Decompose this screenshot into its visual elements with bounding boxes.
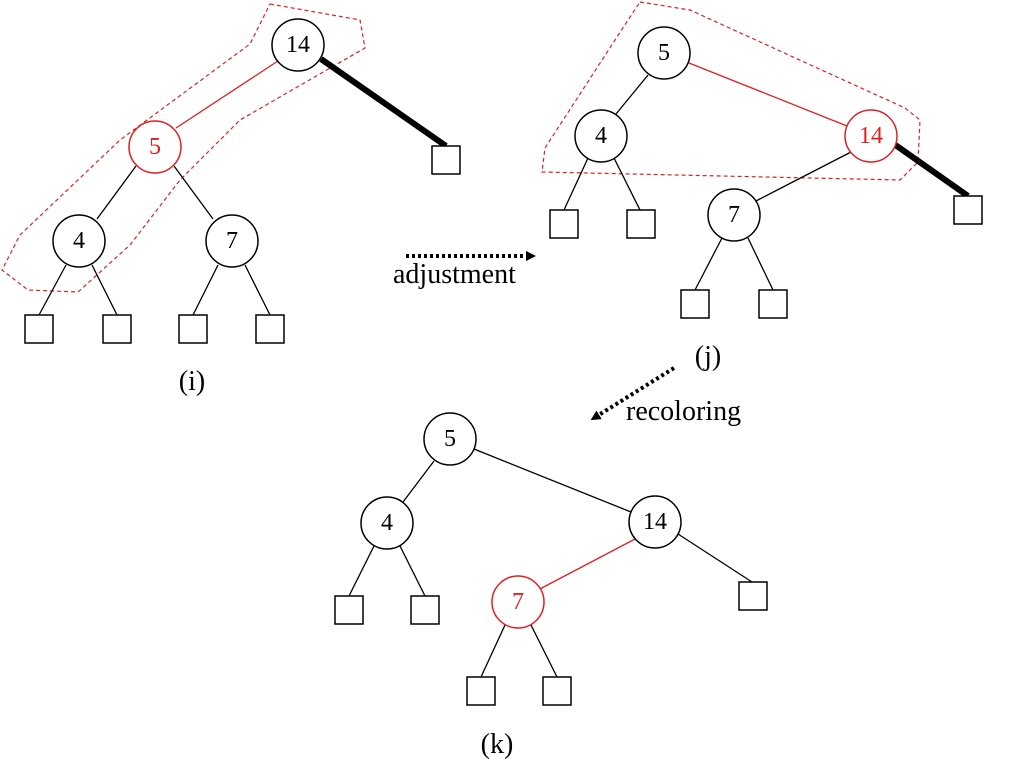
- tree-k-node-5-label: 5: [444, 426, 456, 452]
- tree-j-edge-7-rightleaf: [747, 237, 774, 291]
- tree-i-node-7-label: 7: [226, 228, 238, 254]
- tree-j-edge-14-7: [753, 151, 852, 203]
- tree-j-node-7: 7: [707, 188, 761, 242]
- tree-k-node-7-label: 7: [512, 589, 524, 615]
- tree-k-edge-4-leftleaf: [348, 545, 375, 597]
- tree-k-leaf-4-right: [410, 595, 440, 625]
- tree-i-edge-14-leaf: [319, 56, 448, 149]
- tree-k: 5 4 14 7 (k): [334, 412, 768, 760]
- tree-j-node-14: 14: [844, 109, 898, 163]
- tree-j-node-5-label: 5: [658, 40, 670, 66]
- tree-i-leaf-7-left: [178, 314, 208, 344]
- tree-j-edge-4-leftleaf: [563, 157, 589, 211]
- recoloring-label: recoloring: [626, 396, 741, 427]
- tree-k-node-7: 7: [491, 575, 545, 629]
- tree-j: 5 4 14 7 (j): [541, 1, 983, 372]
- tree-i-edge-14-5: [175, 58, 282, 129]
- tree-i-node-5: 5: [128, 120, 182, 174]
- tree-k-edge-7-leftleaf: [480, 624, 506, 678]
- tree-j-caption: (j): [695, 341, 721, 372]
- tree-i-node-4-label: 4: [73, 228, 85, 254]
- tree-i-edge-5-4: [96, 165, 137, 220]
- recoloring-arrow: recoloring: [590, 366, 741, 427]
- tree-j-node-14-label: 14: [859, 123, 883, 149]
- tree-k-edge-14-7: [537, 538, 636, 591]
- tree-i-leaf-4-left: [24, 314, 54, 344]
- tree-k-node-14: 14: [628, 495, 682, 549]
- tree-j-node-7-label: 7: [728, 202, 740, 228]
- tree-k-leaf-7-right: [542, 676, 572, 706]
- tree-i-node-7: 7: [205, 214, 259, 268]
- tree-k-edge-7-rightleaf: [530, 624, 558, 678]
- tree-j-leaf-14-right: [953, 195, 983, 225]
- tree-j-edge-5-14: [688, 62, 848, 127]
- tree-j-edge-7-leftleaf: [694, 237, 723, 291]
- tree-k-leaf-7-left: [466, 676, 496, 706]
- tree-i-leaf-4-right: [102, 314, 132, 344]
- tree-k-leaf-14-right: [738, 581, 768, 611]
- tree-j-leaf-4-left: [549, 209, 579, 239]
- tree-j-node-4: 4: [574, 109, 628, 163]
- tree-k-caption: (k): [481, 729, 514, 760]
- tree-k-edge-14-leaf: [677, 533, 753, 583]
- tree-j-highlight-region: [541, 1, 921, 181]
- tree-j-leaf-7-left: [680, 289, 710, 319]
- tree-i: 14 5 4 7 (i): [1, 3, 461, 397]
- tree-i-leaf-7-right: [255, 314, 285, 344]
- tree-i-node-14: 14: [271, 18, 325, 72]
- tree-k-edge-5-4: [402, 460, 435, 503]
- adjustment-arrow: adjustment: [393, 251, 536, 290]
- tree-j-edge-4-rightleaf: [613, 157, 641, 211]
- recoloring-arrow-line: [590, 366, 676, 421]
- tree-j-edge-5-4: [615, 74, 649, 115]
- tree-i-edge-5-7: [173, 165, 214, 220]
- tree-j-leaf-4-right: [626, 209, 656, 239]
- tree-k-node-4-label: 4: [381, 510, 393, 536]
- tree-i-leaf-14-right: [431, 145, 461, 175]
- tree-i-node-5-label: 5: [149, 134, 161, 160]
- tree-k-edge-4-rightleaf: [399, 545, 426, 597]
- tree-i-caption: (i): [179, 366, 205, 397]
- tree-j-edge-14-leaf: [892, 141, 970, 199]
- tree-i-edge-4-leftleaf: [38, 264, 67, 316]
- tree-k-node-5: 5: [423, 412, 477, 466]
- tree-i-edge-7-leftleaf: [192, 264, 219, 316]
- tree-k-node-4: 4: [360, 496, 414, 550]
- tree-j-leaf-7-right: [758, 289, 788, 319]
- tree-i-node-4: 4: [52, 214, 106, 268]
- adjustment-label: adjustment: [393, 259, 516, 290]
- tree-k-leaf-4-left: [334, 595, 364, 625]
- tree-i-edge-4-rightleaf: [91, 264, 118, 316]
- tree-j-node-4-label: 4: [595, 123, 607, 149]
- tree-k-edge-5-14: [473, 448, 632, 513]
- tree-i-highlight-region: [1, 3, 366, 293]
- tree-k-node-14-label: 14: [643, 509, 667, 535]
- tree-j-node-5: 5: [637, 26, 691, 80]
- tree-i-node-14-label: 14: [286, 32, 310, 58]
- tree-i-edge-7-rightleaf: [244, 264, 271, 316]
